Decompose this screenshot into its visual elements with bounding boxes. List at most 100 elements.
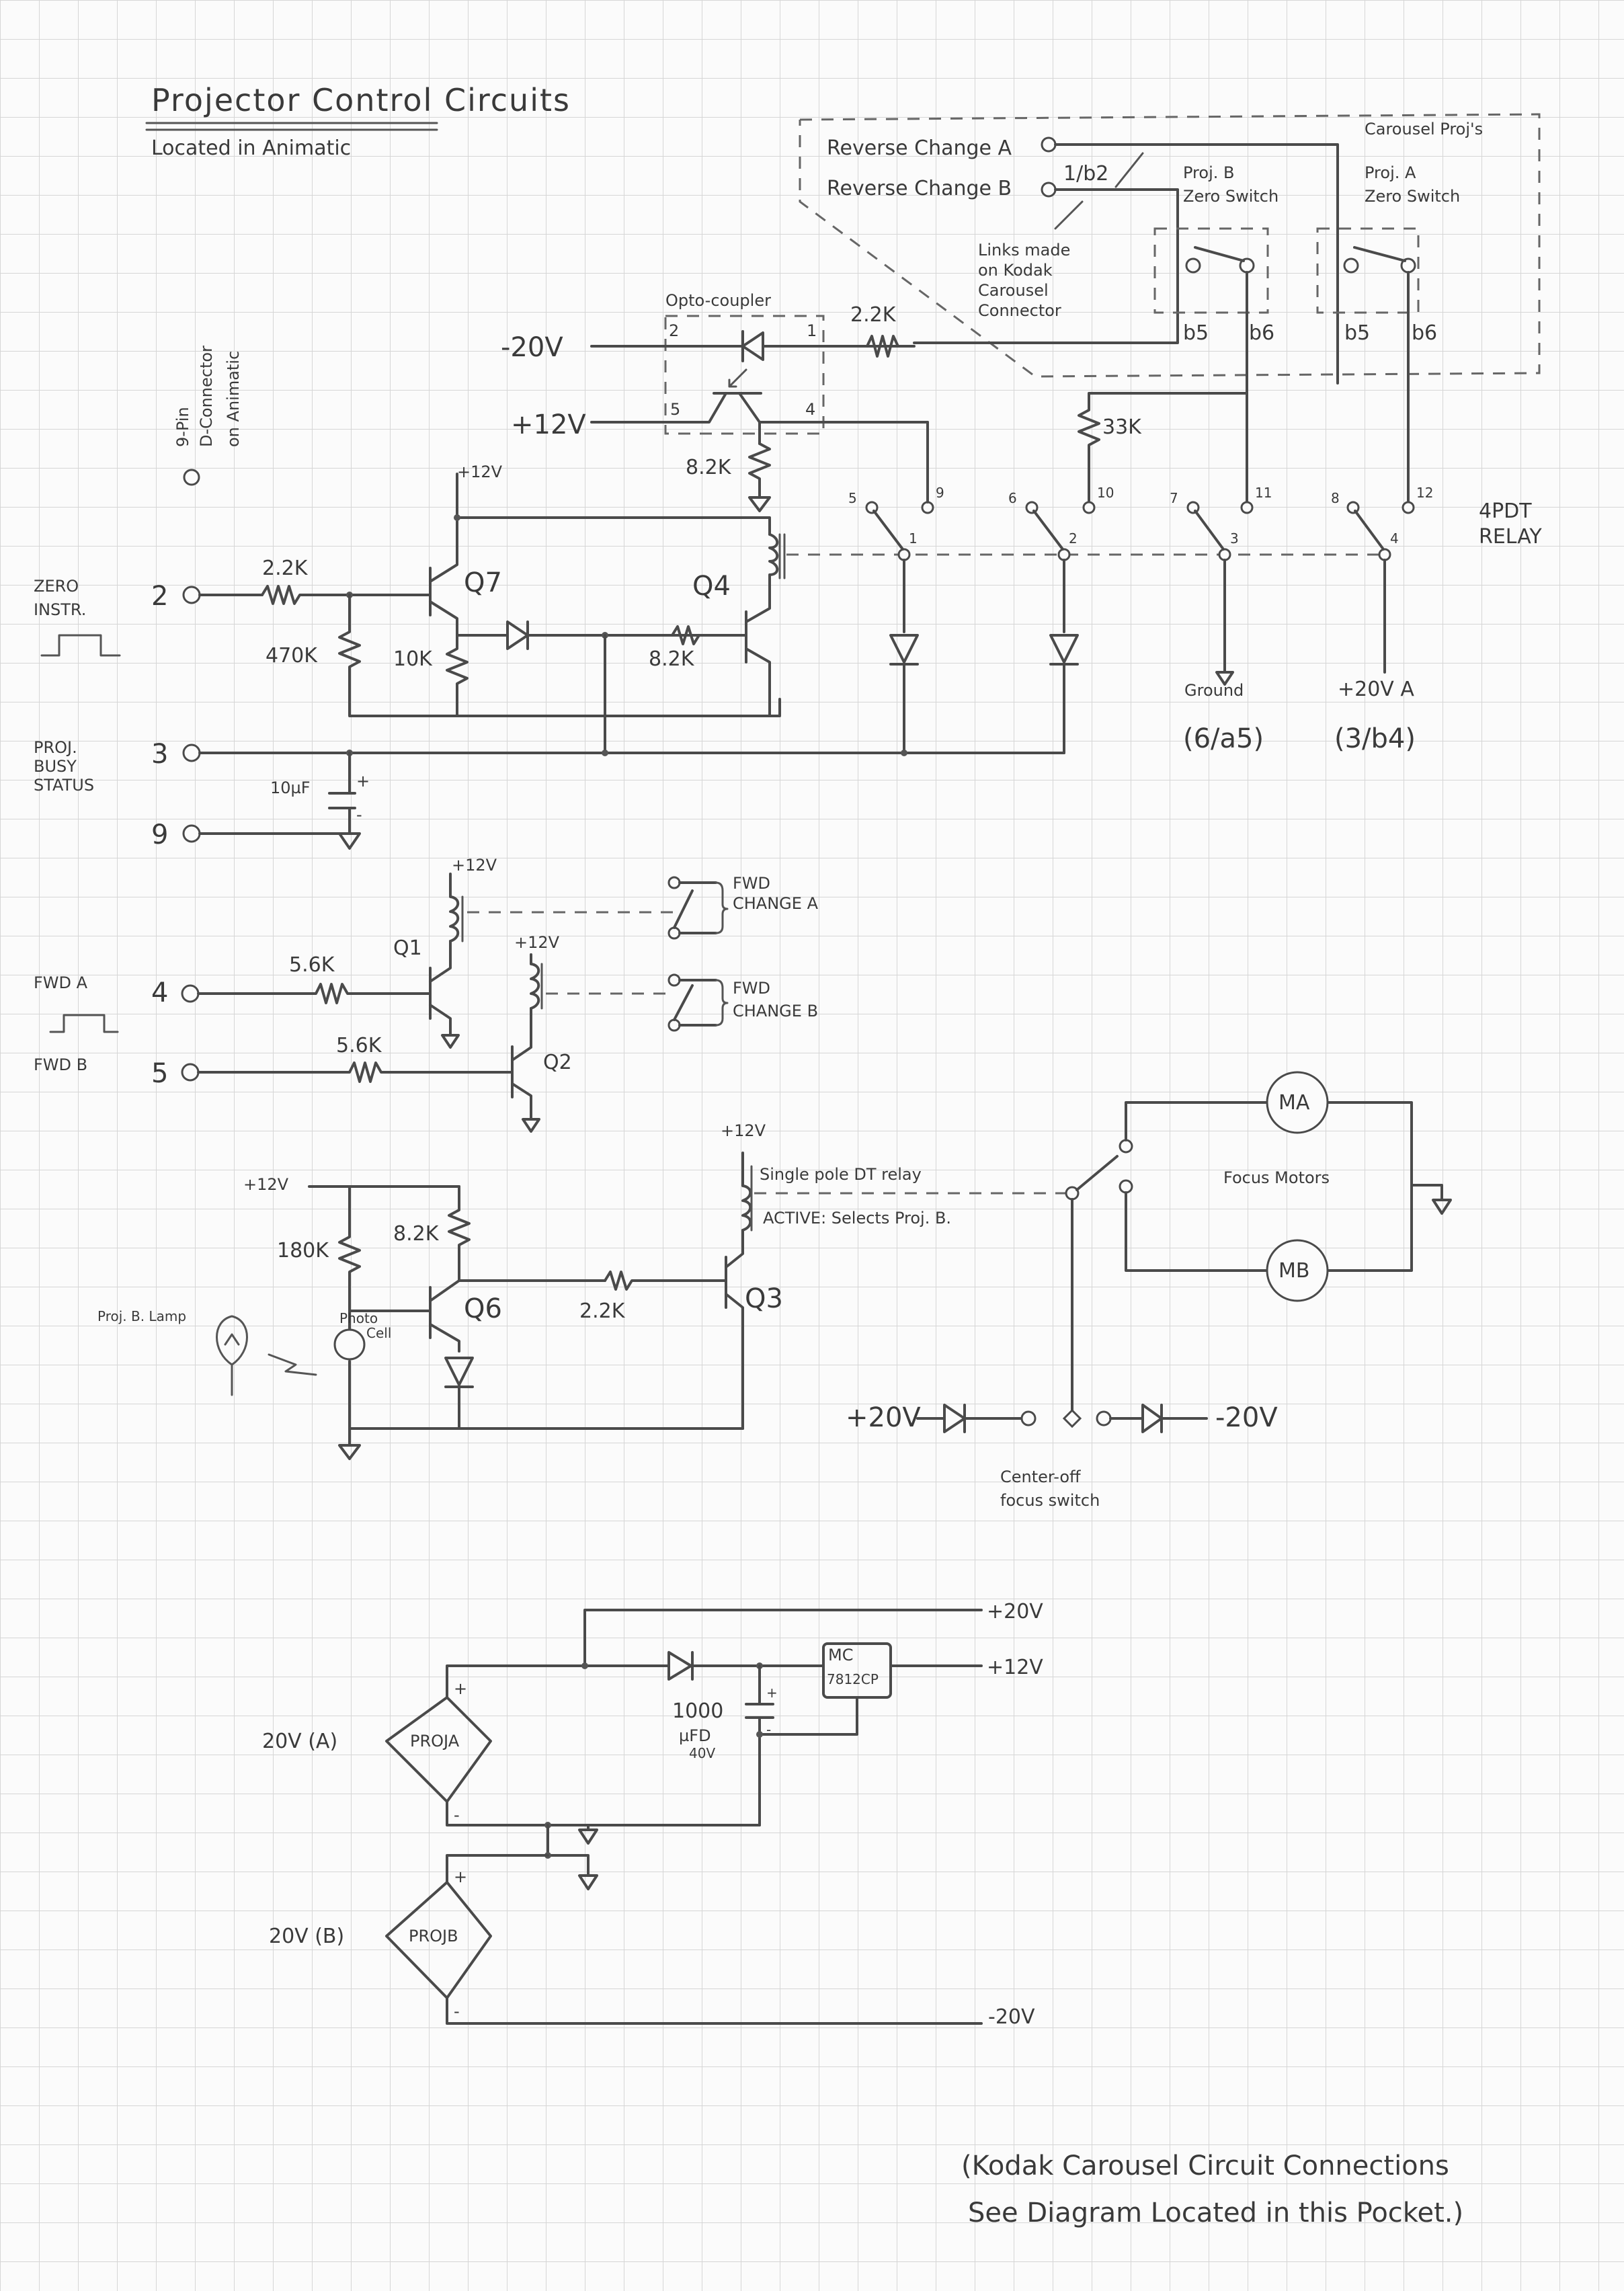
connector-pin-5 <box>181 1063 200 1082</box>
schematic-label: MA <box>1278 1091 1310 1115</box>
input-20v-b-label: 20V (B) <box>269 1925 344 1948</box>
photocell-icon <box>333 1328 366 1361</box>
schematic-label: Q7 <box>464 567 502 598</box>
schematic-label: 5.6K <box>336 1034 382 1057</box>
connector-pin-9 <box>182 824 201 843</box>
led-icon <box>741 331 764 361</box>
ground-label: Ground <box>1184 681 1244 700</box>
schematic-label: 470K <box>266 644 318 668</box>
ground-icon <box>338 1444 361 1460</box>
schematic-label: b6 <box>1412 321 1437 345</box>
reverse-change-b-terminal <box>1041 182 1057 198</box>
proj-a-zero-switch <box>1316 227 1420 314</box>
schematic-label: 7 <box>1170 490 1178 506</box>
spdt-active-note: ACTIVE: Selects Proj. B. <box>763 1209 951 1228</box>
proj-a-switch-label: Proj. A <box>1365 163 1416 182</box>
ground-icon <box>748 496 771 512</box>
projector-select-circuit: +12V 180K 8.2K Q6 2.2K Q3 +12V Single po… <box>97 1121 1065 1460</box>
schematic-label: Q2 <box>543 1051 572 1074</box>
r-opto-em-label: 8.2K <box>686 456 732 479</box>
motor-ma <box>1266 1071 1329 1134</box>
zero-instr-circuit: ZERO INSTR. 2 2.2K 470K Q7 +12V 10K 8.2K <box>34 463 1385 754</box>
footer-note: (Kodak Carousel Circuit Connections See … <box>961 2151 1463 2228</box>
schematic-label: + <box>356 772 370 791</box>
ground-icon <box>1215 671 1234 686</box>
schematic-label: 2 <box>1069 530 1078 547</box>
fwd-change-circuit: FWD A FWD B 4 5 5.6K Q1 +12V FWD CHANGE … <box>34 856 819 1133</box>
schematic-label: 4 <box>151 977 168 1008</box>
schematic-label: FWD <box>733 874 770 893</box>
schematic-label: 33K <box>1102 415 1142 439</box>
schematic-label: Carousel <box>978 281 1049 300</box>
schematic-label: on Kodak <box>978 261 1053 280</box>
schematic-label: Links made <box>978 241 1070 259</box>
light-arrow-icon <box>268 1353 317 1376</box>
schematic-label: + <box>766 1685 778 1701</box>
schematic-label: 1 <box>909 530 918 547</box>
reverse-change-a-terminal <box>1041 136 1057 153</box>
schematic-label: 3 <box>151 739 168 770</box>
schematic-label: b5 <box>1344 321 1370 345</box>
schematic-label: focus switch <box>1000 1491 1100 1510</box>
proj-busy-label: PROJ. <box>34 738 77 757</box>
connector-label: 9-Pin D-Connector on Animatic <box>173 346 243 447</box>
schematic-label: MB <box>1278 1259 1309 1283</box>
ground-icon <box>338 832 361 850</box>
schematic-label: PROJB <box>409 1927 458 1945</box>
diode-icon <box>667 1651 692 1681</box>
schematic-label: 10K <box>393 647 433 671</box>
schematic-label: 2.2K <box>579 1299 626 1323</box>
schematic-label: Q3 <box>745 1283 783 1314</box>
focus-motor-circuit: MA MB Focus Motors +20V -20V Center-off … <box>846 1071 1452 1510</box>
schematic-label: Q6 <box>464 1293 502 1324</box>
schematic-label: Zero Switch <box>1183 187 1278 206</box>
schematic-label: 11 <box>1255 485 1272 501</box>
resistor-8k2-q4 <box>671 625 700 645</box>
v20a-label: +20V A <box>1338 678 1414 701</box>
diode-icon <box>943 1404 966 1433</box>
schematic-label: 6 <box>1008 490 1017 506</box>
reverse-change-b-label: Reverse Change B <box>827 177 1012 200</box>
schematic-label: 1 <box>807 321 817 340</box>
cap-10uf-label: 10µF <box>270 778 311 797</box>
out-12v-label: +12V <box>987 1656 1043 1679</box>
page-title: Projector Control Circuits <box>151 82 571 118</box>
ground-icon <box>522 1118 540 1133</box>
schematic-label: CHANGE A <box>733 894 819 913</box>
focus-switch-note: Center-off <box>1000 1468 1081 1486</box>
pos12v-label: +12V <box>511 409 586 440</box>
input-20v-a-label: 20V (A) <box>262 1730 337 1753</box>
proj-b-switch-label: Proj. B <box>1183 163 1234 182</box>
schematic-label: 8 <box>1331 490 1340 506</box>
opto-coupler-label: Opto-coupler <box>665 291 771 310</box>
fwd-b-label: FWD B <box>34 1055 87 1074</box>
schematic-label: BUSY <box>34 757 77 776</box>
schematic-label: 5.6K <box>289 953 335 977</box>
spdt-relay-note: Single pole DT relay <box>760 1165 922 1184</box>
connector-pin-4 <box>181 984 200 1003</box>
pulse-icon <box>40 634 121 657</box>
schematic-label: + <box>454 1867 467 1886</box>
schematic-label: 3 <box>1230 530 1239 547</box>
schematic-label: Cell <box>366 1325 391 1341</box>
schematic-label: PROJA <box>410 1732 460 1751</box>
proj-b-zero-switch <box>1153 227 1269 314</box>
schematic-label: STATUS <box>34 776 94 795</box>
diode-icon <box>444 1357 474 1386</box>
neg20v-label: -20V <box>501 332 563 363</box>
schematic-label: 9 <box>151 819 168 850</box>
ground-icon <box>1432 1199 1452 1215</box>
schematic-label: +12V <box>721 1121 766 1140</box>
schematic-label: 5 <box>670 400 680 419</box>
links-note: Links made on Kodak Carousel Connector <box>978 241 1070 320</box>
ground-icon <box>441 1034 460 1049</box>
relay-coil-4pdt <box>768 533 779 579</box>
schematic-label: 2 <box>151 581 168 612</box>
relay-4pdt-label: 4PDT <box>1479 499 1532 523</box>
schematic-label: 5 <box>848 490 857 506</box>
diode-icon <box>1141 1404 1163 1433</box>
carousel-label: Carousel Proj's <box>1365 120 1483 138</box>
focus-pos20v-label: +20V <box>846 1402 921 1433</box>
